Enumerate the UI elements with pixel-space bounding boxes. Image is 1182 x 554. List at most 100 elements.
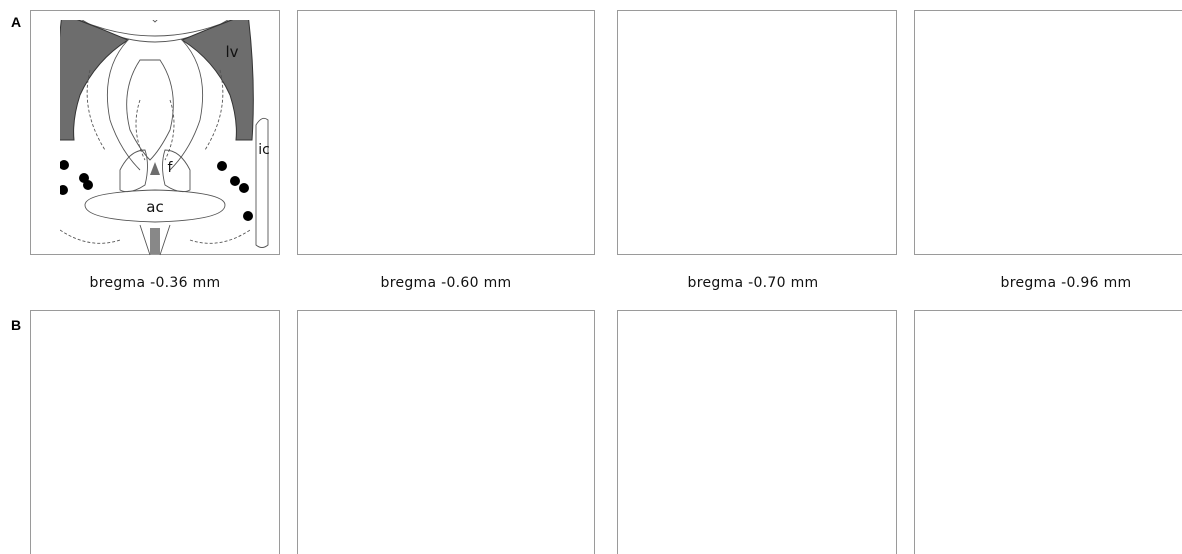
section-outline [320, 312, 572, 341]
cannula-dot [522, 188, 532, 198]
section-outline [715, 159, 736, 212]
cannula-dot [495, 185, 505, 195]
section-outline [700, 525, 815, 548]
cannula-dot [495, 220, 505, 230]
section-outline [650, 12, 864, 50]
section-outline [400, 447, 419, 500]
label-f: f [1103, 208, 1109, 224]
cannula-dot [1120, 219, 1130, 229]
label-sm: sm [1103, 160, 1124, 176]
label-lv: lv [530, 43, 543, 61]
section-outline [1098, 152, 1129, 195]
septal-region [690, 50, 824, 130]
section-outline [850, 70, 878, 232]
section-outline [380, 70, 512, 135]
midline-tract [150, 228, 160, 254]
midline-nucleus [1056, 107, 1080, 123]
cannula-dot [387, 215, 397, 225]
section-outline [256, 118, 268, 247]
cannula-dot [374, 153, 384, 163]
section-outline [1098, 452, 1129, 495]
cannula-dot [59, 160, 69, 170]
cannula-dot [1151, 207, 1161, 217]
cannula-dot [833, 209, 843, 219]
label-ic: ic [258, 442, 270, 458]
label-ic: ic [866, 430, 878, 446]
lateral-ventricle-right [492, 15, 569, 160]
cannula-dot [805, 180, 815, 190]
label-f: f [468, 176, 474, 192]
section-outline [365, 55, 527, 78]
section-outline [300, 536, 592, 545]
cannula-dot [1000, 179, 1010, 189]
cannula-dot [671, 190, 681, 200]
section-outline [1096, 202, 1114, 232]
third-ventricle [150, 162, 160, 175]
section-outline [777, 459, 798, 512]
placement-site [816, 470, 848, 502]
cannula-dot [493, 161, 503, 171]
cannula-dot [980, 209, 990, 219]
section-outline [650, 520, 865, 533]
cannula-dot [661, 200, 671, 210]
section-outline [715, 459, 736, 512]
cannula-dot [354, 188, 364, 198]
cannula-dot [505, 173, 515, 183]
section-outline [40, 418, 52, 547]
cannula-dot [995, 172, 1005, 182]
lateral-ventricle-right [182, 314, 253, 440]
cannula-dot [350, 155, 360, 165]
section-outline [127, 360, 174, 460]
lateral-ventricle-left [57, 314, 128, 440]
section-bregma-036: acficlv [40, 312, 270, 554]
section-outline [85, 490, 225, 522]
cannula-dot [680, 203, 690, 213]
lateral-ventricle-right [182, 14, 253, 140]
section-outline [107, 40, 140, 170]
label-lv: lv [836, 349, 849, 367]
cannula-dot [1130, 175, 1140, 185]
section-outline [256, 418, 268, 547]
section-outline [650, 220, 865, 233]
cannula-dot [676, 181, 686, 191]
section-outline [929, 408, 963, 531]
cannula-dot [493, 198, 503, 208]
section-outline [750, 338, 764, 352]
cannula-dot [673, 230, 683, 240]
septal-region [690, 350, 824, 430]
lateral-ventricle-left [57, 14, 128, 140]
cannula-dot [360, 165, 370, 175]
label-lv: lv [1158, 349, 1171, 367]
label-lv: lv [1158, 49, 1171, 67]
cannula-dot [978, 161, 988, 171]
cannula-dot [361, 175, 371, 185]
lateral-ventricle-left [323, 15, 400, 160]
section-outline [850, 370, 878, 532]
label-f: f [1103, 508, 1109, 524]
midline-tract [150, 528, 160, 554]
label-f: f [468, 476, 474, 492]
section-outline [474, 147, 493, 200]
section-outline [1045, 510, 1087, 520]
section-outline [310, 74, 340, 224]
placement-center-dot [828, 482, 836, 490]
section-outline [87, 370, 223, 450]
section-outline [340, 460, 552, 476]
section-outline [1096, 502, 1114, 532]
placement-center-dot [682, 482, 690, 490]
cannula-dot [664, 210, 674, 220]
cannula-dot [58, 185, 68, 195]
label-ic: ic [866, 130, 878, 146]
section-outline [777, 159, 798, 212]
section-outline [340, 160, 552, 176]
cannula-dot [521, 146, 531, 156]
section-outline [145, 312, 165, 322]
label-lv: lv [225, 343, 238, 361]
cannula-dot [820, 188, 830, 198]
cannula-dot [518, 175, 528, 185]
cannula-dot [83, 180, 93, 190]
section-outline [60, 530, 250, 543]
section-outline [370, 515, 520, 554]
cannula-dot [675, 220, 685, 230]
